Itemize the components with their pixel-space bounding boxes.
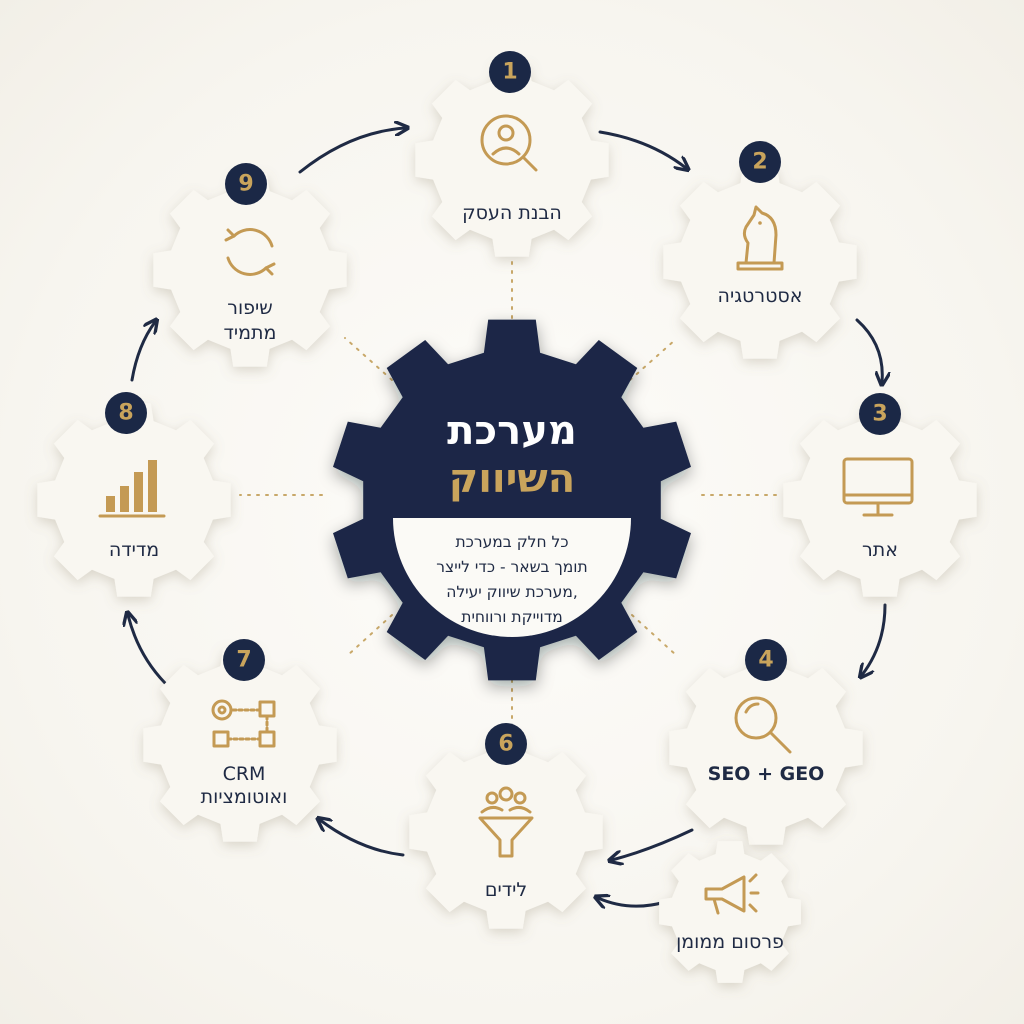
step-4-gear [669,651,863,845]
step-7: CRM ואוטומציות 7 [143,639,337,842]
step-1-number: 1 [502,60,517,85]
connector-7 [347,614,393,656]
step-1-label: הבנת העסק [462,202,562,224]
step-1: הבנת העסק 1 [415,51,609,257]
step-7-gear [143,648,337,842]
step-7-number: 7 [236,648,251,673]
arrow-9-to-1 [298,128,405,174]
step-9-badge [225,163,267,205]
chess-knight-icon [736,205,784,271]
center-content: מערכת השיווק כל חלק במערכת תומך בשאר - כ… [393,408,631,637]
person-search-icon [480,114,538,172]
step-4-number: 4 [758,648,773,673]
step-9-number: 9 [238,172,253,197]
step-7-label-line1: CRM [223,763,266,785]
step-4-badge [745,639,787,681]
arrow-2-to-3 [855,318,882,382]
center-desc-line2: תומך בשאר - כדי לייצר [436,558,587,576]
step-7-badge [223,639,265,681]
step-3-gear [783,403,977,597]
connector-2 [629,339,676,381]
step-8: מדידה 8 [37,392,231,597]
step-2: אסטרטגיה 2 [663,141,857,359]
refresh-cycle-icon [224,228,276,276]
outer-steps: הבנת העסק 1 אסטרטגיה 2 את [37,51,977,983]
step-6-label: לידים [485,879,527,901]
step-3-number: 3 [872,402,887,427]
step-2-number: 2 [752,150,767,175]
connector-9 [344,337,393,381]
step-8-number: 8 [118,401,133,426]
step-9-label-line2: מתמיד [224,322,277,344]
step-6: לידים 6 [409,723,603,929]
step-6-badge [485,723,527,765]
connector-lines [239,261,781,741]
step-5: פרסום ממומן [659,841,801,983]
funnel-people-icon [478,786,534,858]
step-2-label: אסטרטגיה [718,285,803,307]
step-6-number: 6 [498,732,513,757]
megaphone-icon [704,873,760,915]
step-5-gear [659,841,801,983]
step-3-label: אתר [862,539,898,561]
arrow-7-to-8 [128,615,167,685]
center-desc-line1: כל חלק במערכת [455,533,568,551]
gear-flow-icon [211,699,276,748]
arrow-3-to-4 [862,603,887,675]
bar-chart-icon [98,460,166,518]
center-desc-line3: מערכת שיווק יעילה, [446,583,578,601]
arrow-8-to-9 [130,322,155,382]
step-9: שיפור מתמיד 9 [153,163,347,367]
arrow-4-to-6 [612,828,694,860]
step-4: SEO + GEO 4 [669,639,863,845]
step-5-label: פרסום ממומן [676,931,784,953]
step-3: אתר 3 [783,393,977,597]
arrow-5-to-6 [598,898,667,906]
step-6-gear [409,735,603,929]
center-title-line2: השיווק [449,456,576,502]
center-description-panel [393,518,631,637]
step-2-badge [739,141,781,183]
flow-arrows [128,128,885,906]
center-desc-line4: מדוייקת ורווחית [461,608,562,626]
magnifier-icon [734,696,792,754]
connector-4 [631,614,677,656]
step-9-label-line1: שיפור [227,297,272,319]
step-4-label: SEO + GEO [708,763,825,785]
monitor-icon [842,457,914,517]
step-1-gear [415,63,609,257]
center-title-line1: מערכת [447,408,577,454]
step-7-label-line2: ואוטומציות [201,786,288,808]
step-3-badge [859,393,901,435]
step-9-gear [153,173,347,367]
step-1-badge [489,51,531,93]
arrow-1-to-2 [598,130,686,168]
step-8-badge [105,392,147,434]
arrow-6-to-7 [320,820,405,857]
step-8-label: מדידה [109,539,159,561]
